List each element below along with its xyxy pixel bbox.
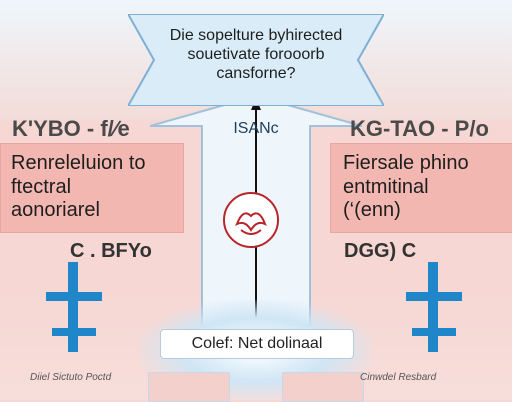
left-footer-box	[148, 372, 230, 402]
left-panel-line: ftectral	[11, 176, 72, 198]
right-footer-box	[282, 372, 364, 402]
banner-text: Die sopelture byhirected souetivate foro…	[150, 26, 362, 83]
left-caption: Diiel Sictuto Poctd	[30, 372, 112, 383]
right-blue-cross-icon	[406, 262, 462, 352]
banner-line: Die sopelture byhirected	[169, 27, 343, 44]
banner-line: souetivate forooorb	[187, 46, 325, 63]
platform-label: Colef: Net dolinaal	[160, 329, 354, 359]
center-label: ISANc	[233, 120, 279, 137]
question-banner	[128, 14, 384, 106]
left-panel: Renreleluion to ftectral aonoriarel	[0, 143, 184, 233]
right-code: DGG) C	[344, 240, 417, 262]
right-caption: Cinwdel Resbard	[360, 372, 437, 383]
left-blue-cross-icon	[46, 262, 102, 352]
left-panel-line: aonoriarel	[11, 199, 100, 221]
right-panel-line: (‘(enn)	[343, 199, 401, 221]
left-code: C . BFYo	[70, 240, 152, 262]
right-panel: Fiersale phino entmitinal (‘(enn)	[330, 143, 512, 233]
left-heading: K'YBO - f/∕e	[12, 116, 130, 141]
left-panel-line: Renreleluion to	[11, 152, 146, 174]
right-panel-line: Fiersale phino	[343, 152, 469, 174]
banner-line: cansforne?	[216, 65, 296, 82]
lotus-emblem-icon	[223, 192, 279, 248]
right-panel-line: entmitinal	[343, 176, 429, 198]
right-heading: KG-TAO - P/o	[350, 116, 489, 141]
